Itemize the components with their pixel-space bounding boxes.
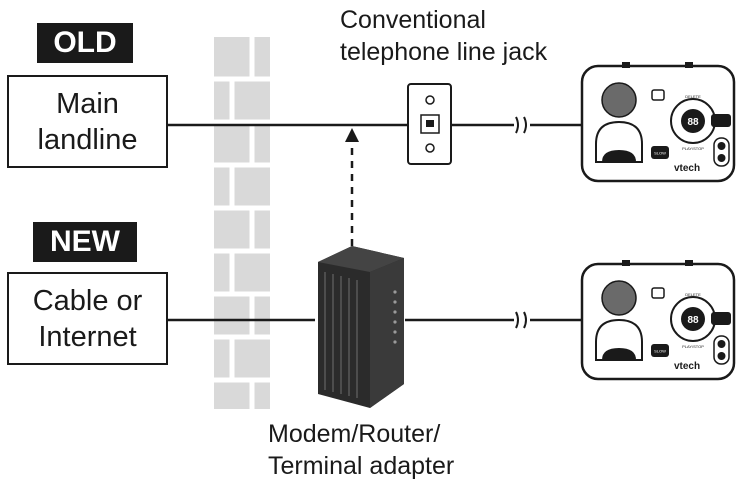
box-line-1: Cable or [32, 284, 143, 317]
main-landline-box: Main landline [7, 75, 168, 168]
play-stop-label: PLAY/STOP [682, 146, 704, 151]
answering-machine-phone-icon: 88 DELETE PLAY/STOP SLOW vtech [580, 62, 736, 183]
new-tag: NEW [33, 222, 137, 262]
old-tag: OLD [37, 23, 133, 63]
dashed-up-arrow-icon [345, 128, 359, 246]
line-break-icon [515, 311, 527, 329]
wall-phone-jack-icon [407, 83, 452, 165]
caption-line-2: Terminal adapter [268, 452, 455, 480]
box-line-1: Main [56, 87, 119, 120]
brand-logo: vtech [674, 163, 700, 174]
display-digits: 88 [687, 315, 699, 326]
caption-line-2: telephone line jack [340, 38, 548, 66]
display-digits: 88 [687, 117, 699, 128]
box-line-2: landline [37, 123, 138, 156]
slow-button-label: SLOW [654, 151, 666, 156]
brick-wall-icon [214, 37, 270, 409]
cable-modem-icon [318, 246, 404, 408]
slow-button-label: SLOW [654, 349, 666, 354]
box-line-2: Internet [38, 320, 137, 353]
caption-line-1: Modem/Router/ [268, 420, 441, 448]
answering-machine-phone-icon: 88 DELETE PLAY/STOP SLOW vtech [580, 260, 736, 381]
delete-label: DELETE [685, 94, 701, 99]
play-stop-label: PLAY/STOP [682, 344, 704, 349]
jack-caption: Conventional telephone line jack [340, 4, 600, 68]
brand-logo: vtech [674, 361, 700, 372]
delete-label: DELETE [685, 292, 701, 297]
cable-internet-box: Cable or Internet [7, 272, 168, 365]
caption-line-1: Conventional [340, 6, 486, 34]
modem-caption: Modem/Router/ Terminal adapter [268, 418, 508, 482]
line-break-icon [515, 116, 527, 134]
